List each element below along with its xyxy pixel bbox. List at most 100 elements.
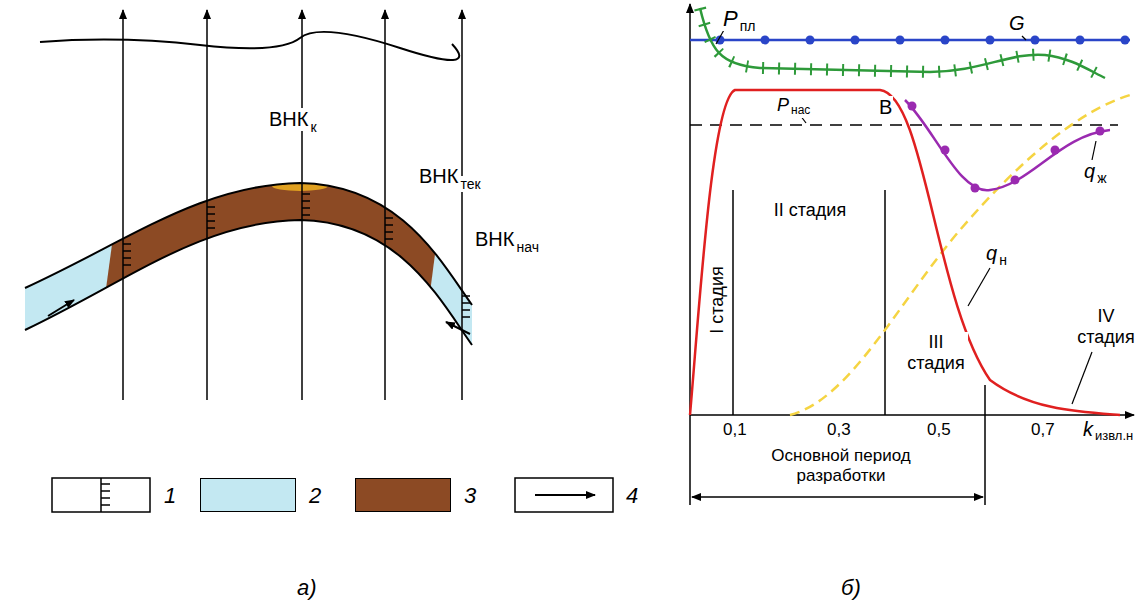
reservoir-pressure-curve (700, 8, 1105, 78)
perforation-tick (462, 295, 470, 297)
perforation-tick (385, 231, 393, 233)
drawing-stroke (971, 184, 980, 193)
contact-label: ВНК (418, 165, 459, 188)
stage-line (732, 190, 734, 415)
curve-dot (1031, 36, 1040, 45)
axis-tick: 0,7 (1030, 420, 1056, 440)
liquid-rate-curve (905, 100, 1110, 190)
bracket-line (689, 415, 691, 505)
perforation-tick (462, 316, 470, 318)
stage-label: II стадия (766, 200, 854, 221)
wells (123, 10, 470, 400)
reservoir (0, 150, 480, 370)
gas-factor-line (690, 39, 1130, 42)
perforation-tick (101, 497, 110, 499)
perforation-tick (385, 238, 393, 240)
curve-dot (1121, 36, 1130, 45)
perforation-tick (462, 309, 470, 311)
legend-swatch (355, 478, 451, 512)
water-zone (0, 200, 118, 370)
curve-dot (941, 36, 950, 45)
curve-label: q (985, 242, 998, 265)
perforation-tick (462, 302, 470, 304)
subscript: пл (739, 18, 757, 34)
curve-label: B (878, 96, 893, 119)
axis-tick: 0,3 (826, 420, 852, 440)
curve-label: P (722, 6, 739, 31)
oil-layer (0, 150, 480, 370)
legend-sample (515, 478, 613, 512)
perforation-tick (123, 250, 131, 252)
well (206, 10, 208, 400)
perforation-tick (302, 193, 310, 195)
perforation-tick (207, 227, 215, 229)
well (122, 10, 124, 400)
perforation-tick (101, 504, 110, 506)
subscript: н (998, 252, 1008, 268)
axis-tick: 0,1 (722, 420, 748, 440)
curve-dots (908, 102, 1105, 193)
panel-caption: а) (296, 575, 318, 600)
curve-dot (986, 36, 995, 45)
pressure-ticks (700, 8, 1105, 78)
perforation-tick (302, 214, 310, 216)
water-cut-curve (790, 95, 1130, 415)
drawing-stroke (1096, 127, 1105, 136)
perforation-tick (385, 217, 393, 219)
stage-line (984, 385, 986, 505)
contact-label: ВНК (268, 108, 309, 131)
axis-label: k (1082, 418, 1094, 441)
oil-rate-curve (690, 90, 1120, 415)
ground-surface (40, 32, 459, 60)
stage-line (884, 190, 886, 415)
curve-dot (761, 36, 770, 45)
drawing-stroke (968, 268, 990, 306)
curve-dot (806, 36, 815, 45)
panel-caption: б) (840, 575, 862, 600)
x-axis (690, 414, 1134, 416)
drawing-stroke (1051, 146, 1060, 155)
legend-number: 2 (308, 483, 322, 508)
water-arrow (48, 300, 74, 316)
drawing-stroke (716, 30, 724, 44)
perforation-tick (101, 483, 110, 485)
legend-number: 4 (625, 483, 639, 508)
perforation-tick (207, 220, 215, 222)
perforation-tick (302, 200, 310, 202)
layer-boundary (25, 183, 472, 345)
stage-label: I стадия (707, 265, 728, 334)
gas-factor-dots (716, 36, 1130, 45)
period-bracket (692, 496, 983, 498)
well (461, 10, 463, 400)
subscript: тек (459, 176, 481, 192)
period-label: Основной период разработки (752, 446, 930, 485)
drawing-stroke (941, 146, 950, 155)
curve-dot (851, 36, 860, 45)
legend-swatch (200, 478, 296, 512)
drawing-stroke (1022, 36, 1026, 40)
perforation-tick (207, 206, 215, 208)
y-axis (689, 4, 691, 415)
perforation-tick (302, 207, 310, 209)
saturation-pressure-line (690, 124, 1118, 126)
legend-number: 3 (463, 483, 477, 508)
curve-label: G (1008, 12, 1026, 35)
subscript: нач (515, 239, 540, 255)
legend-number: 1 (163, 483, 177, 508)
well (384, 10, 386, 400)
perforation-tick (123, 257, 131, 259)
curve-dot (1076, 36, 1085, 45)
stage-label: III стадия (904, 332, 968, 373)
subscript: извл.н (1094, 429, 1134, 444)
leader-lines (716, 30, 1096, 404)
perforation-tick (123, 243, 131, 245)
curve-dot (896, 36, 905, 45)
curve-label: q (1083, 160, 1096, 183)
contact-label: ВНК (474, 228, 515, 251)
drawing-stroke (1072, 352, 1092, 404)
stage-label: IV стадия (1074, 306, 1138, 347)
subscript: к (309, 119, 317, 135)
well (301, 10, 303, 400)
